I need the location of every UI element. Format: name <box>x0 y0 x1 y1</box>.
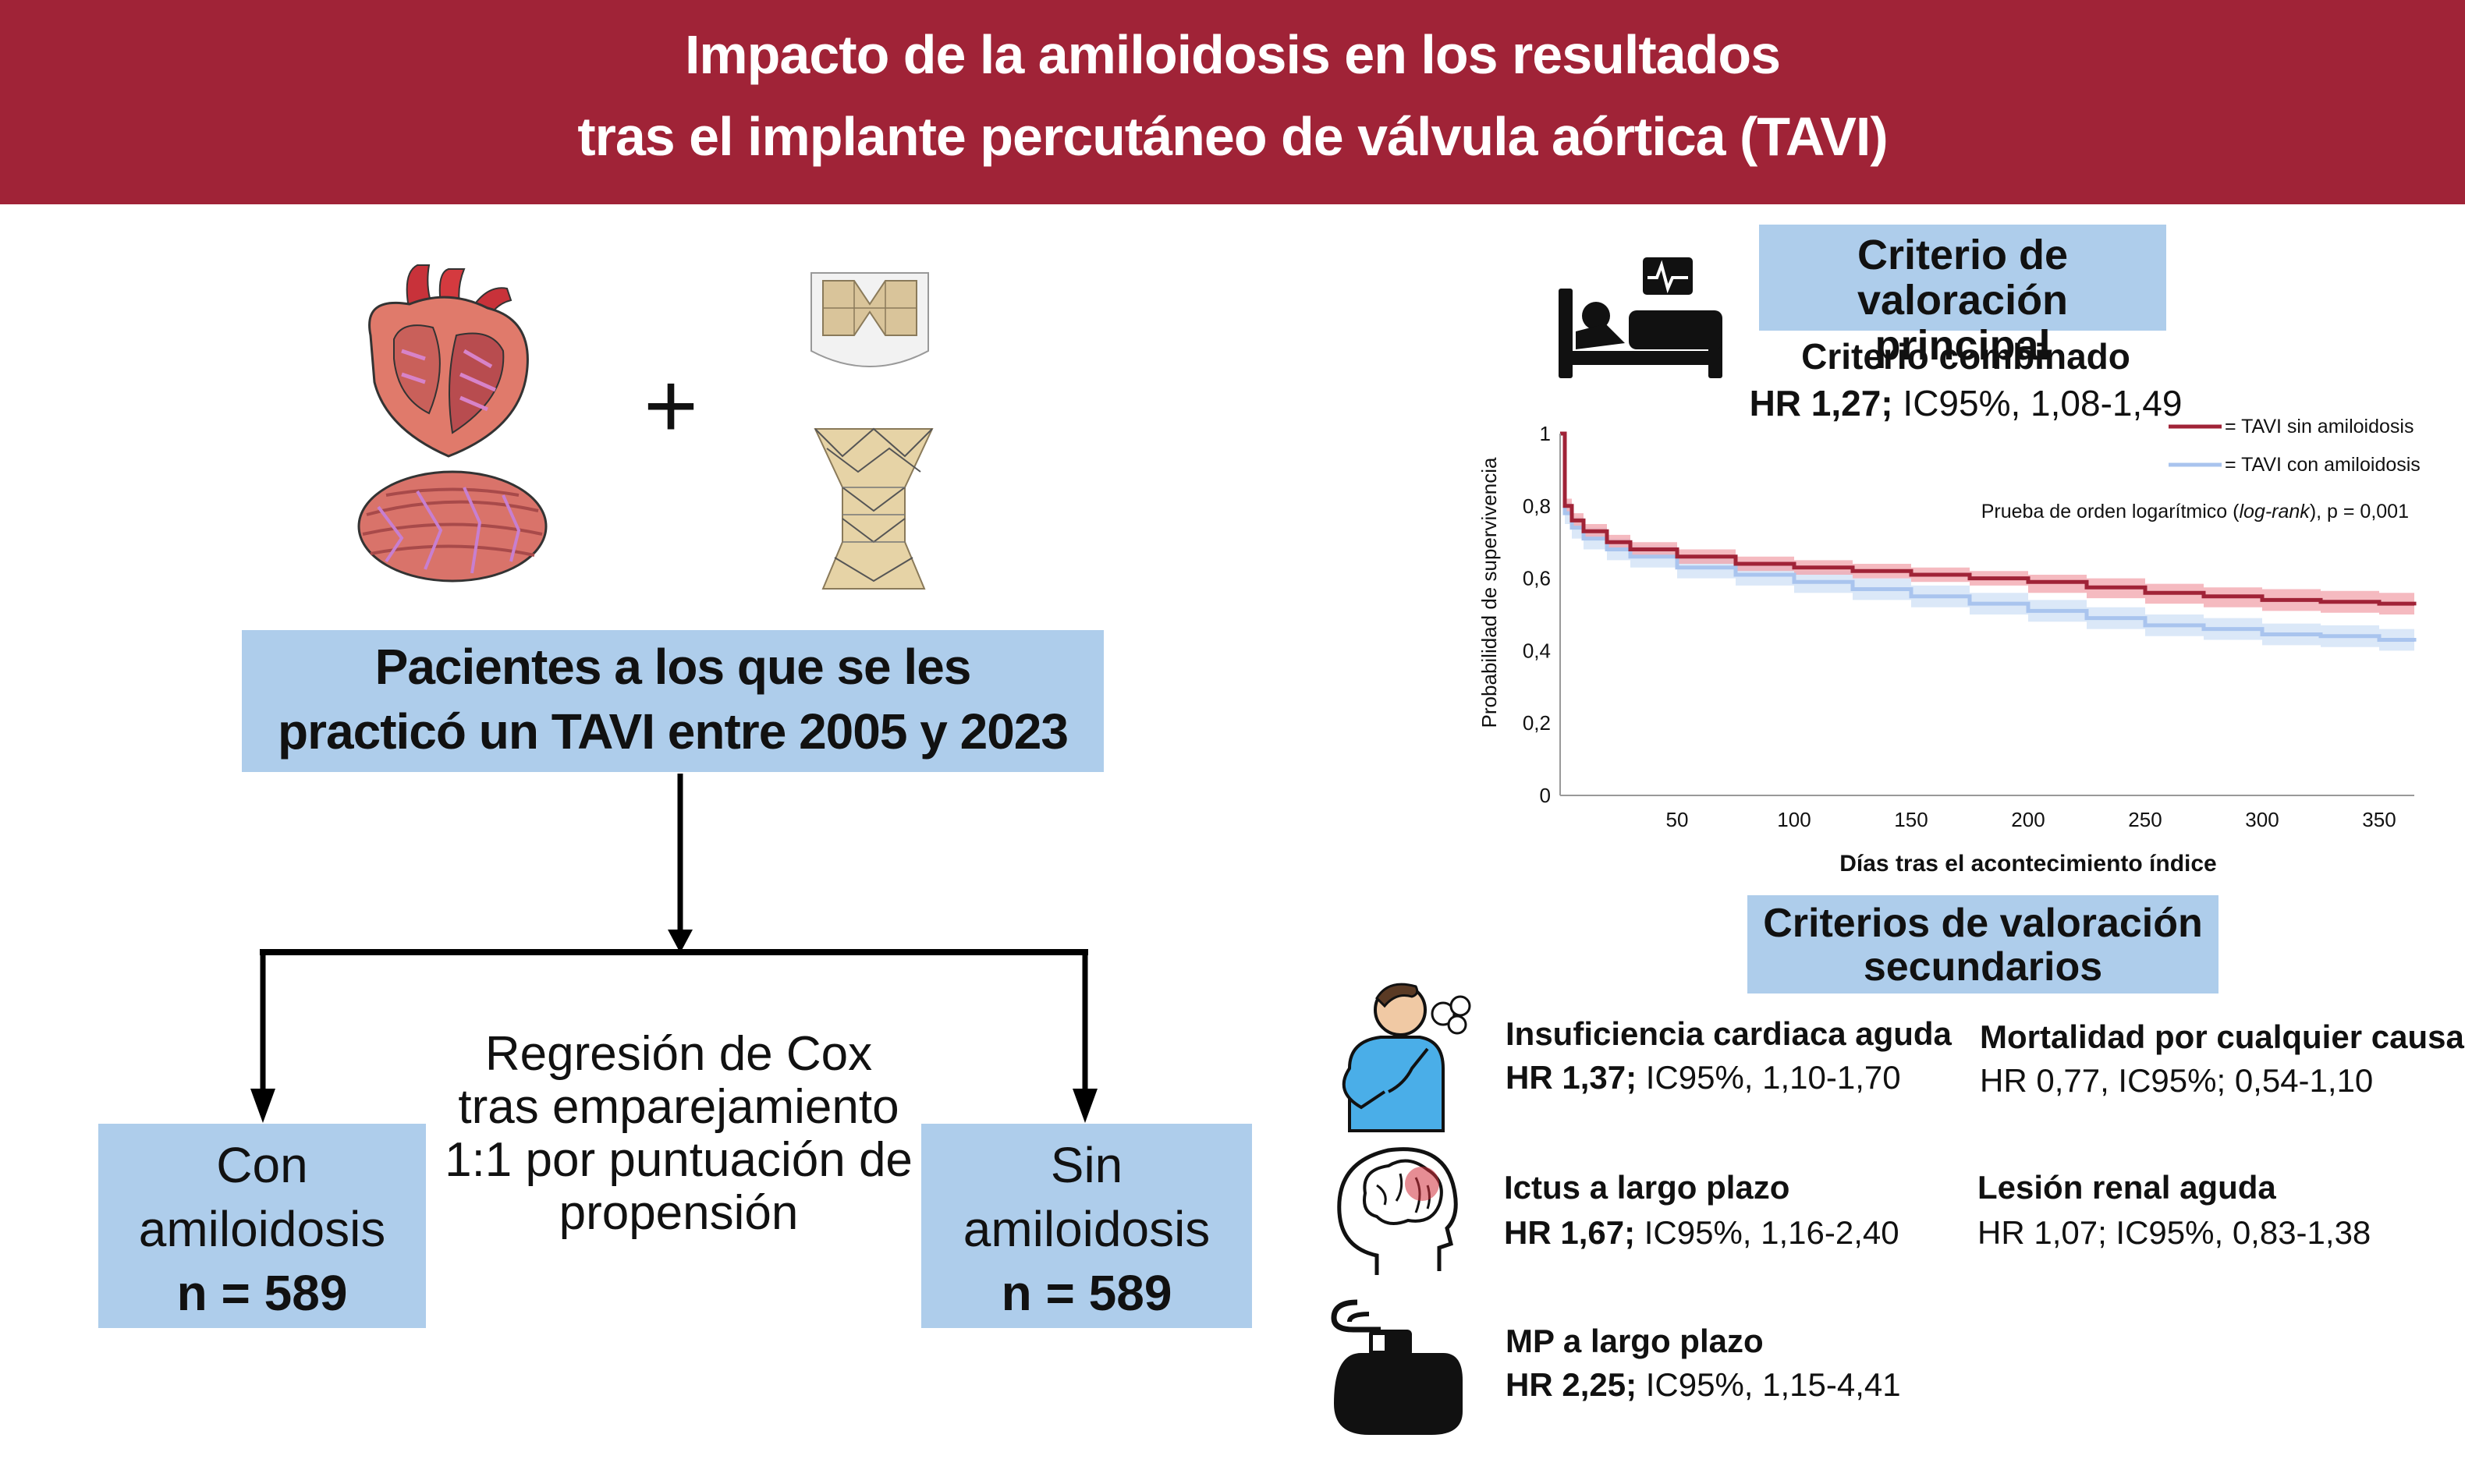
pacemaker-icon <box>1331 1299 1463 1435</box>
secondary-item-hr: HR 1,07; IC95%, 0,83-1,38 <box>1977 1214 2371 1251</box>
brain-head-icon <box>1337 1147 1458 1275</box>
y-tick-label: 0,6 <box>1523 567 1551 590</box>
secondary-item-name: Mortalidad por cualquier causa <box>1980 1018 2464 1055</box>
secondary-item-mortality: Mortalidad por cualquier causa HR 0,77, … <box>1980 1015 2464 1103</box>
hospital-bed-icon <box>1559 257 1722 378</box>
without-label-1: Sin <box>1050 1137 1123 1193</box>
secondary-item-pacemaker: MP a largo plazo HR 2,25; IC95%, 1,15-4,… <box>1506 1319 1901 1407</box>
secondary-item-ahf: Insuficiencia cardiaca aguda HR 1,37; IC… <box>1506 1012 1952 1100</box>
method-line-2: tras emparejamiento <box>458 1080 899 1134</box>
with-label-1: Con <box>216 1137 308 1193</box>
primary-hr-line: HR 1,27; IC95%, 1,08-1,49 <box>1701 382 2231 424</box>
y-tick-label: 0,4 <box>1523 639 1551 662</box>
y-tick-label: 0 <box>1540 784 1551 807</box>
patients-line-2: practicó un TAVI entre 2005 y 2023 <box>278 703 1069 760</box>
primary-title-line-2: principal <box>1874 322 2051 369</box>
y-axis-label: Probabilidad de supervivencia <box>1477 457 1501 728</box>
valve-top-icon <box>810 272 929 367</box>
secondary-title-line-1: Criterios de valoración <box>1763 901 2203 946</box>
secondary-item-aki: Lesión renal aguda HR 1,07; IC95%, 0,83-… <box>1977 1165 2371 1256</box>
confidence-band-0 <box>1560 434 2414 617</box>
secondary-item-name: MP a largo plazo <box>1506 1323 1764 1359</box>
secondary-item-hr: HR 1,67; <box>1504 1214 1636 1251</box>
method-line-1: Regresión de Cox <box>484 1027 873 1081</box>
myocardium-tissue-icon <box>357 470 548 583</box>
with-label-2: amiloidosis <box>138 1201 386 1257</box>
with-amyloidosis-box: Con amiloidosis n = 589 <box>98 1124 426 1328</box>
with-n: n = 589 <box>176 1265 348 1321</box>
title-banner: Impacto de la amiloidosis en los resulta… <box>0 0 2465 204</box>
survival-line-0 <box>1560 431 2417 606</box>
y-tick-label: 0,2 <box>1523 711 1551 735</box>
secondary-item-name: Insuficiencia cardiaca aguda <box>1506 1015 1952 1052</box>
x-axis-label: Días tras el acontecimiento índice <box>1839 851 2217 877</box>
x-tick-label: 50 <box>1666 808 1689 831</box>
secondary-endpoints-box: Criterios de valoración secundarios <box>1747 895 2218 993</box>
y-tick-label: 0,8 <box>1523 494 1551 518</box>
secondary-title-line-2: secundarios <box>1863 944 2103 990</box>
x-tick-label: 150 <box>1894 808 1928 831</box>
secondary-item-name: Lesión renal aguda <box>1977 1169 2276 1206</box>
survival-line-1 <box>1560 431 2417 642</box>
primary-ci: IC95%, 1,08-1,49 <box>1892 383 2183 423</box>
title-line-1: Impacto de la amiloidosis en los resulta… <box>684 24 1781 85</box>
primary-subtitle: Criterio combinado <box>1801 336 2130 377</box>
x-tick-label: 300 <box>2245 808 2279 831</box>
breathless-person-icon <box>1342 983 1471 1132</box>
x-tick-label: 350 <box>2362 808 2396 831</box>
x-tick-label: 100 <box>1777 808 1811 831</box>
secondary-item-ci: IC95%, 1,10-1,70 <box>1637 1059 1901 1096</box>
method-line-4: propensión <box>559 1186 799 1240</box>
x-tick-label: 250 <box>2128 808 2162 831</box>
confidence-band-1 <box>1560 434 2414 653</box>
legend-label: = TAVI sin amiloidosis <box>2225 416 2414 437</box>
method-line-3: 1:1 por puntuación de <box>445 1133 913 1187</box>
secondary-item-hr: HR 0,77, IC95%; 0,54-1,10 <box>1980 1062 2374 1099</box>
legend-label: = TAVI con amiloidosis <box>2225 454 2421 476</box>
heart-icon <box>368 264 529 458</box>
patients-box: Pacientes a los que se les practicó un T… <box>242 630 1104 772</box>
without-amyloidosis-box: Sin amiloidosis n = 589 <box>921 1124 1252 1328</box>
secondary-item-ci: IC95%, 1,15-4,41 <box>1637 1366 1901 1403</box>
method-text: Regresión de Cox tras emparejamiento 1:1… <box>421 1028 936 1240</box>
primary-endpoint-box: Criterio de valoración principal <box>1759 225 2166 368</box>
primary-hr: HR 1,27; <box>1749 383 1893 423</box>
without-label-2: amiloidosis <box>963 1201 1211 1257</box>
y-tick-label: 1 <box>1540 422 1551 445</box>
secondary-item-name: Ictus a largo plazo <box>1504 1169 1790 1206</box>
plus-sign: + <box>643 353 699 458</box>
without-n: n = 589 <box>1001 1265 1172 1321</box>
valve-stent-icon <box>814 427 934 590</box>
logrank-annotation: Prueba de orden logarítmico (log-rank), … <box>1981 501 2409 522</box>
patients-line-1: Pacientes a los que se les <box>374 639 972 695</box>
secondary-item-ci: IC95%, 1,16-2,40 <box>1635 1214 1899 1251</box>
secondary-item-hr: HR 2,25; <box>1506 1366 1637 1403</box>
title-line-2: tras el implante percutáneo de válvula a… <box>577 106 1888 167</box>
secondary-item-stroke: Ictus a largo plazo HR 1,67; IC95%, 1,16… <box>1504 1165 1899 1256</box>
secondary-item-hr: HR 1,37; <box>1506 1059 1637 1096</box>
x-tick-label: 200 <box>2011 808 2045 831</box>
primary-title-line-1: Criterio de valoración <box>1857 232 2069 324</box>
